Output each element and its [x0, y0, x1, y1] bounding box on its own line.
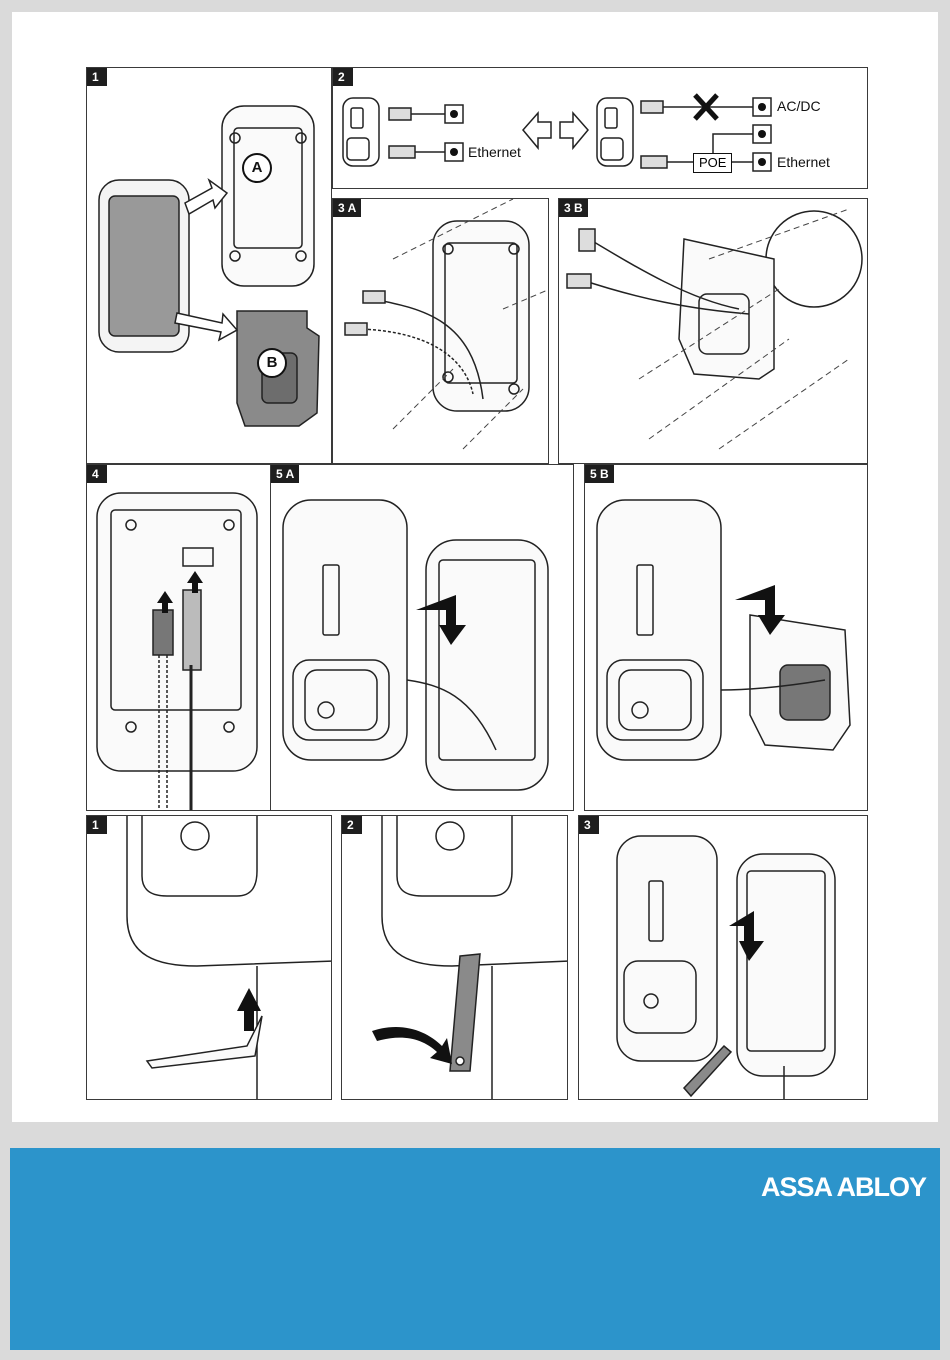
reader-attach-box-illustration — [585, 465, 868, 811]
panel-3b-box-mount: 3 B — [558, 198, 868, 464]
step-number: 5 B — [585, 465, 614, 483]
brand-logo: ASSA ABLOY — [761, 1172, 926, 1203]
ethernet-label-right: Ethernet — [777, 154, 830, 170]
step-number: 3 — [579, 816, 599, 834]
ac-dc-label: AC/DC — [777, 98, 821, 114]
reader-parts-illustration — [87, 68, 332, 464]
step-number: 4 — [87, 465, 107, 483]
step-number: 5 A — [271, 465, 299, 483]
panel-4-connect-cables: 4 — [86, 464, 272, 811]
panel-5a-attach-reader: 5 A — [270, 464, 574, 811]
panel-3a-wall-mount: 3 A — [332, 198, 549, 464]
step-number: 2 — [333, 68, 353, 86]
step-number: 2 — [342, 816, 362, 834]
instruction-sheet: 1 A B 2 — [12, 12, 938, 1122]
step-number: 1 — [87, 68, 107, 86]
panel-remove-2: 2 — [341, 815, 568, 1100]
panel-5b-attach-reader: 5 B — [584, 464, 868, 811]
panel-remove-3: 3 — [578, 815, 868, 1100]
step-number: 1 — [87, 816, 107, 834]
panel-remove-1: 1 — [86, 815, 332, 1100]
label-a: A — [242, 153, 272, 183]
step-number: 3 B — [559, 199, 588, 217]
tool-insert-illustration — [87, 816, 332, 1100]
wiring-diagram — [333, 68, 868, 189]
step-number: 3 A — [333, 199, 361, 217]
connector-illustration — [87, 465, 272, 811]
footer-band: ASSA ABLOY — [10, 1148, 940, 1350]
panel-2-connections: 2 — [332, 67, 868, 189]
reader-remove-illustration — [579, 816, 868, 1100]
reader-attach-illustration — [271, 465, 574, 811]
tool-lever-illustration — [342, 816, 568, 1100]
ethernet-label-left: Ethernet — [468, 144, 521, 160]
poe-box: POE — [693, 153, 732, 173]
wall-mount-illustration — [333, 199, 549, 464]
label-b: B — [257, 348, 287, 378]
panel-1-disassemble: 1 A B — [86, 67, 332, 464]
box-mount-illustration — [559, 199, 868, 464]
